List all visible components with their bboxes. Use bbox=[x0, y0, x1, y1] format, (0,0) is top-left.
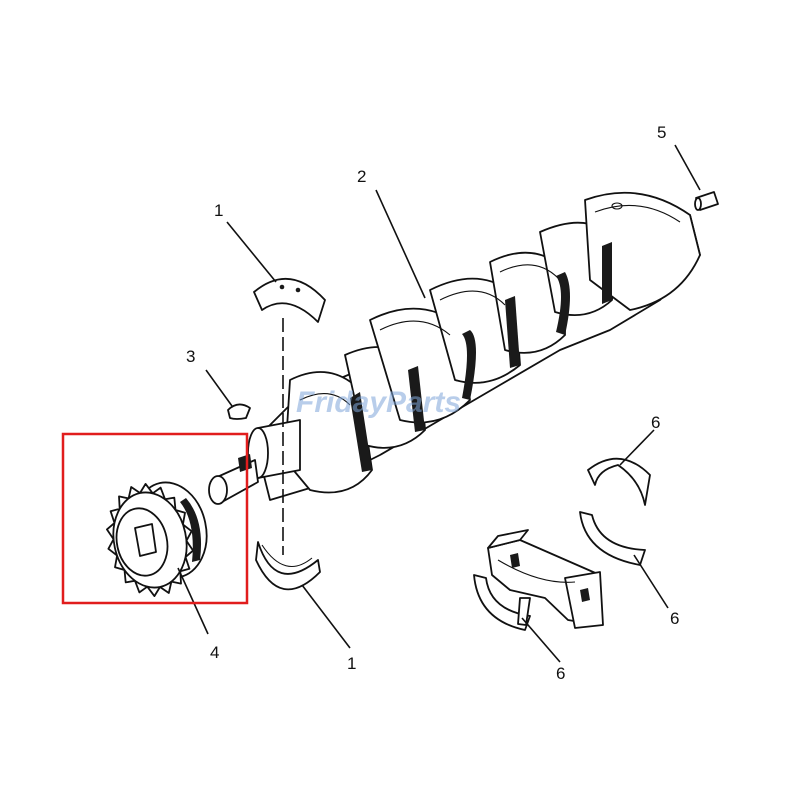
watermark: FridayParts bbox=[296, 386, 461, 419]
label-3: 3 bbox=[186, 347, 195, 366]
main-bearing-cap bbox=[487, 529, 604, 629]
woodruff-key bbox=[227, 403, 251, 420]
label-1-top: 1 bbox=[214, 201, 223, 220]
highlight-box bbox=[61, 432, 249, 605]
upper-main-bearing bbox=[253, 277, 326, 323]
leader-lines bbox=[177, 144, 701, 663]
lower-main-bearing bbox=[255, 541, 321, 591]
label-1-bottom: 1 bbox=[347, 654, 356, 673]
crankshaft bbox=[208, 191, 701, 505]
thrust-washer-lower bbox=[473, 574, 531, 631]
label-6-bottom: 6 bbox=[556, 664, 565, 683]
label-5: 5 bbox=[657, 123, 666, 142]
label-2: 2 bbox=[357, 167, 366, 186]
label-6-top: 6 bbox=[651, 413, 660, 432]
crankshaft-gear bbox=[106, 481, 208, 597]
dowel-pin bbox=[694, 191, 719, 211]
thrust-washer-right bbox=[579, 511, 646, 566]
thrust-washer-upper bbox=[587, 457, 651, 506]
label-6-mid: 6 bbox=[670, 609, 679, 628]
callout-labels: 1 2 3 4 5 1 6 6 6 bbox=[186, 123, 679, 683]
label-4: 4 bbox=[210, 643, 219, 662]
